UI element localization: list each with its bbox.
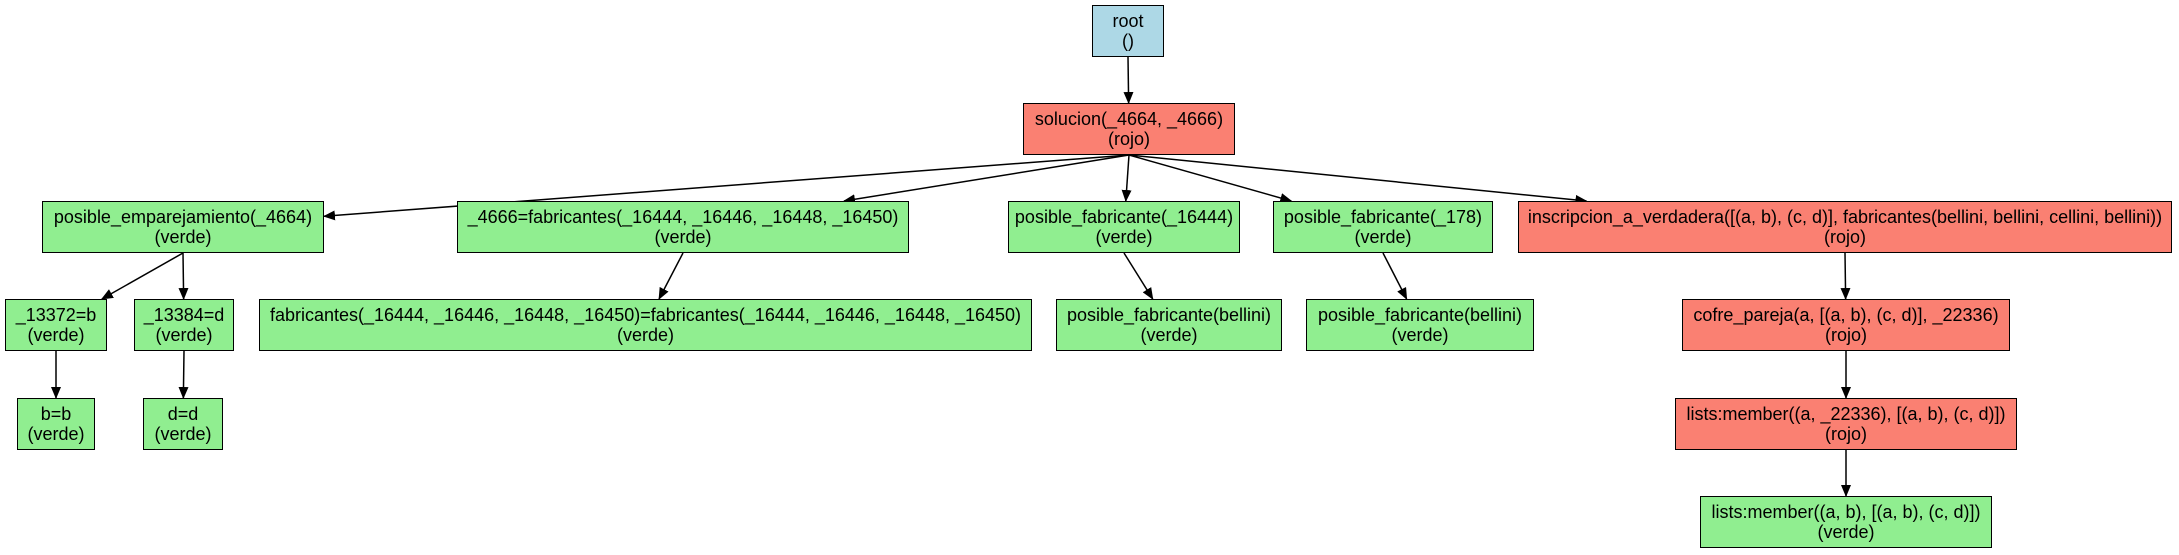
edge-solucion-to-posible-fabricante-16444 — [1121, 154, 1132, 202]
node-status: (rojo) — [1824, 424, 1867, 444]
node-posible-emparejamiento: posible_emparejamiento(_4664)(verde) — [42, 201, 324, 253]
node-label: _13384=d — [143, 305, 225, 325]
node-status: (verde) — [27, 325, 85, 345]
node-fabricantes-eq: fabricantes(_16444, _16446, _16448, _164… — [259, 299, 1032, 351]
node-label: posible_fabricante(bellini) — [1317, 305, 1523, 325]
edge-posible-fabricante-178-to-posible-fabricante-bellini-2 — [1382, 252, 1408, 300]
node-status: () — [1122, 31, 1134, 51]
node-root: root() — [1092, 5, 1164, 57]
node-posible-fabricante-178: posible_fabricante(_178)(verde) — [1273, 201, 1493, 253]
edge-posible-emparejamiento-to-unify-13372 — [100, 252, 184, 300]
edge-solucion-to-fabricantes-unify — [843, 154, 1130, 205]
node-b-eq-b: b=b(verde) — [17, 398, 95, 450]
node-lists-member-1: lists:member((a, _22336), [(a, b), (c, d… — [1675, 398, 2017, 450]
node-posible-fabricante-bellini-2: posible_fabricante(bellini)(verde) — [1306, 299, 1534, 351]
node-label: fabricantes(_16444, _16446, _16448, _164… — [269, 305, 1022, 325]
edge-posible-fabricante-16444-to-posible-fabricante-bellini-1 — [1123, 252, 1154, 300]
node-solucion: solucion(_4664, _4666)(rojo) — [1023, 103, 1235, 155]
node-unify-13384: _13384=d(verde) — [134, 299, 234, 351]
node-unify-13372: _13372=b(verde) — [5, 299, 107, 351]
node-lists-member-2: lists:member((a, b), [(a, b), (c, d)])(v… — [1700, 496, 1992, 548]
node-status: (verde) — [1095, 227, 1153, 247]
node-status: (verde) — [616, 325, 674, 345]
node-cofre-pareja: cofre_pareja(a, [(a, b), (c, d)], _22336… — [1682, 299, 2010, 351]
edge-solucion-to-posible-fabricante-178 — [1128, 154, 1293, 203]
node-label: d=d — [167, 404, 199, 424]
node-status: (verde) — [155, 325, 213, 345]
node-label: cofre_pareja(a, [(a, b), (c, d)], _22336… — [1693, 305, 1999, 325]
edge-solucion-to-inscripcion — [1128, 154, 1588, 205]
node-status: (verde) — [154, 424, 212, 444]
node-label: b=b — [40, 404, 72, 424]
node-status: (rojo) — [1823, 227, 1866, 247]
node-label: posible_emparejamiento(_4664) — [53, 207, 313, 227]
node-label: _13372=b — [15, 305, 97, 325]
node-label: posible_fabricante(_178) — [1283, 207, 1483, 227]
node-label: posible_fabricante(_16444) — [1014, 207, 1234, 227]
node-status: (verde) — [154, 227, 212, 247]
node-status: (rojo) — [1107, 129, 1150, 149]
node-posible-fabricante-16444: posible_fabricante(_16444)(verde) — [1008, 201, 1240, 253]
edge-posible-emparejamiento-to-unify-13384 — [178, 252, 189, 300]
node-label: posible_fabricante(bellini) — [1066, 305, 1272, 325]
node-label: root — [1112, 11, 1144, 31]
node-status: (verde) — [1354, 227, 1412, 247]
node-posible-fabricante-bellini-1: posible_fabricante(bellini)(verde) — [1056, 299, 1282, 351]
node-status: (verde) — [654, 227, 712, 247]
node-status: (verde) — [1391, 325, 1449, 345]
node-status: (verde) — [1817, 522, 1875, 542]
node-inscripcion: inscripcion_a_verdadera([(a, b), (c, d)]… — [1518, 201, 2172, 253]
node-label: lists:member((a, b), [(a, b), (c, d)]) — [1711, 502, 1981, 522]
edge-inscripcion-to-cofre-pareja — [1840, 252, 1851, 300]
node-status: (rojo) — [1824, 325, 1867, 345]
edge-root-to-solucion — [1123, 56, 1134, 104]
node-status: (verde) — [27, 424, 85, 444]
edge-fabricantes-unify-to-fabricantes-eq — [658, 252, 684, 300]
edge-unify-13384-to-d-eq-d — [178, 350, 189, 399]
node-label: inscripcion_a_verdadera([(a, b), (c, d)]… — [1527, 207, 2163, 227]
node-status: (verde) — [1140, 325, 1198, 345]
node-label: lists:member((a, _22336), [(a, b), (c, d… — [1686, 404, 2006, 424]
node-d-eq-d: d=d(verde) — [143, 398, 223, 450]
node-label: _4666=fabricantes(_16444, _16446, _16448… — [467, 207, 899, 227]
node-label: solucion(_4664, _4666) — [1034, 109, 1224, 129]
node-fabricantes-unify: _4666=fabricantes(_16444, _16446, _16448… — [457, 201, 909, 253]
